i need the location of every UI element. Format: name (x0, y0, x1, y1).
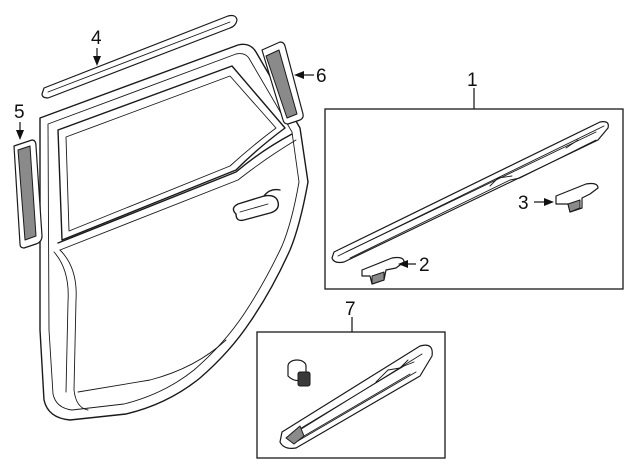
callout-2: 2 (419, 255, 430, 276)
door-outer-outline (39, 43, 309, 421)
part-4-molding (41, 14, 238, 99)
callout-5: 5 (14, 102, 25, 123)
part-7-grommet (287, 359, 311, 387)
arrow-6 (294, 71, 304, 79)
arrow-2 (398, 260, 408, 268)
callout-6: 6 (316, 66, 327, 87)
window-frame-inner (65, 75, 277, 232)
callout-7: 7 (345, 299, 356, 320)
window-frame-outer (57, 65, 286, 241)
part-3-clip (555, 182, 599, 213)
rear-door (39, 43, 309, 421)
door-inner-outline (47, 53, 300, 411)
arrow-3 (544, 198, 554, 206)
part-1-belt-molding (331, 121, 609, 264)
callout-3: 3 (518, 193, 529, 214)
door-lower-line (77, 339, 227, 393)
door-belt-line (57, 133, 293, 244)
part-5-applique (13, 139, 43, 249)
door-front-edge (59, 249, 89, 411)
door-handle (232, 188, 281, 222)
arrow-4 (93, 56, 101, 66)
callout-1: 1 (467, 70, 478, 91)
door-front-edge-2 (53, 251, 69, 393)
part-6-applique (261, 41, 304, 125)
callout-4: 4 (91, 28, 102, 49)
part-2-clip (361, 256, 405, 285)
part-7-side-molding (279, 344, 433, 449)
door-belt-line-2 (59, 139, 297, 251)
arrow-5 (16, 130, 24, 140)
